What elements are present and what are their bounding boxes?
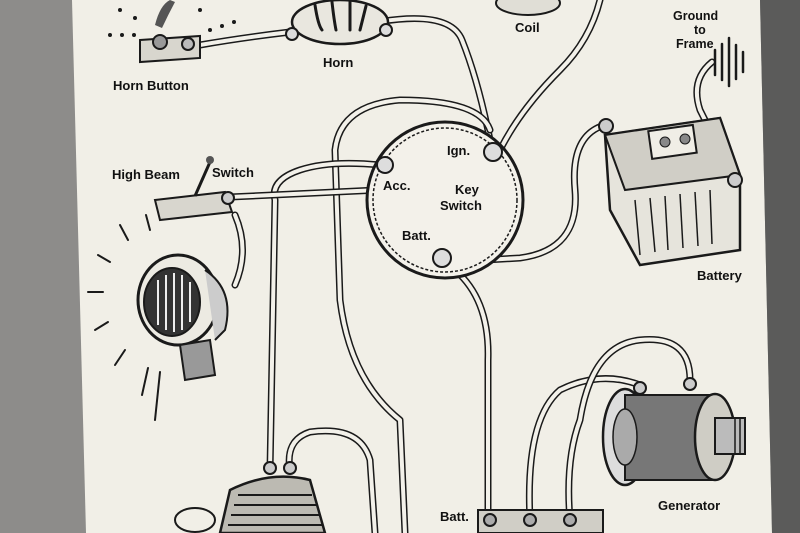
batt-switch-label: Batt. bbox=[402, 228, 431, 243]
ground-symbol-icon bbox=[713, 36, 745, 88]
horn-button-label: Horn Button bbox=[113, 78, 189, 93]
ground-to-label: to bbox=[694, 23, 706, 37]
high-beam-switch-label: Switch bbox=[212, 165, 254, 180]
key-label: Key bbox=[455, 182, 480, 197]
horn-button-component bbox=[108, 0, 236, 64]
battery-component bbox=[598, 116, 743, 267]
frame-label: Frame bbox=[676, 37, 714, 51]
batt-terminal-icon bbox=[432, 248, 452, 268]
ground-label: Ground bbox=[673, 9, 718, 23]
generator-component bbox=[601, 377, 746, 487]
acc-terminal-icon bbox=[376, 156, 394, 174]
key-switch bbox=[365, 120, 525, 280]
wires bbox=[196, 0, 739, 533]
switch-label: Switch bbox=[440, 198, 482, 213]
horn-component bbox=[285, 0, 393, 46]
page-edge-shadow bbox=[760, 0, 800, 533]
labels: Horn Button Horn Coil Ground to Frame Ig… bbox=[112, 9, 743, 524]
coil-component bbox=[495, 0, 561, 16]
batt-bottom-label: Batt. bbox=[440, 509, 469, 524]
generator-label: Generator bbox=[658, 498, 720, 513]
light-rays-icon bbox=[87, 214, 161, 421]
high-beam-label: High Beam bbox=[112, 167, 180, 182]
coil-label: Coil bbox=[515, 20, 540, 35]
high-beam-switch-component bbox=[153, 156, 235, 222]
terminal-block-component bbox=[477, 509, 604, 533]
battery-label: Battery bbox=[697, 268, 743, 283]
acc-label: Acc. bbox=[383, 178, 410, 193]
regulator-component bbox=[174, 461, 327, 533]
ign-label: Ign. bbox=[447, 143, 470, 158]
ign-terminal-icon bbox=[483, 142, 503, 162]
horn-label: Horn bbox=[323, 55, 353, 70]
sound-dots-icon bbox=[108, 8, 236, 37]
headlight-component bbox=[87, 214, 229, 421]
